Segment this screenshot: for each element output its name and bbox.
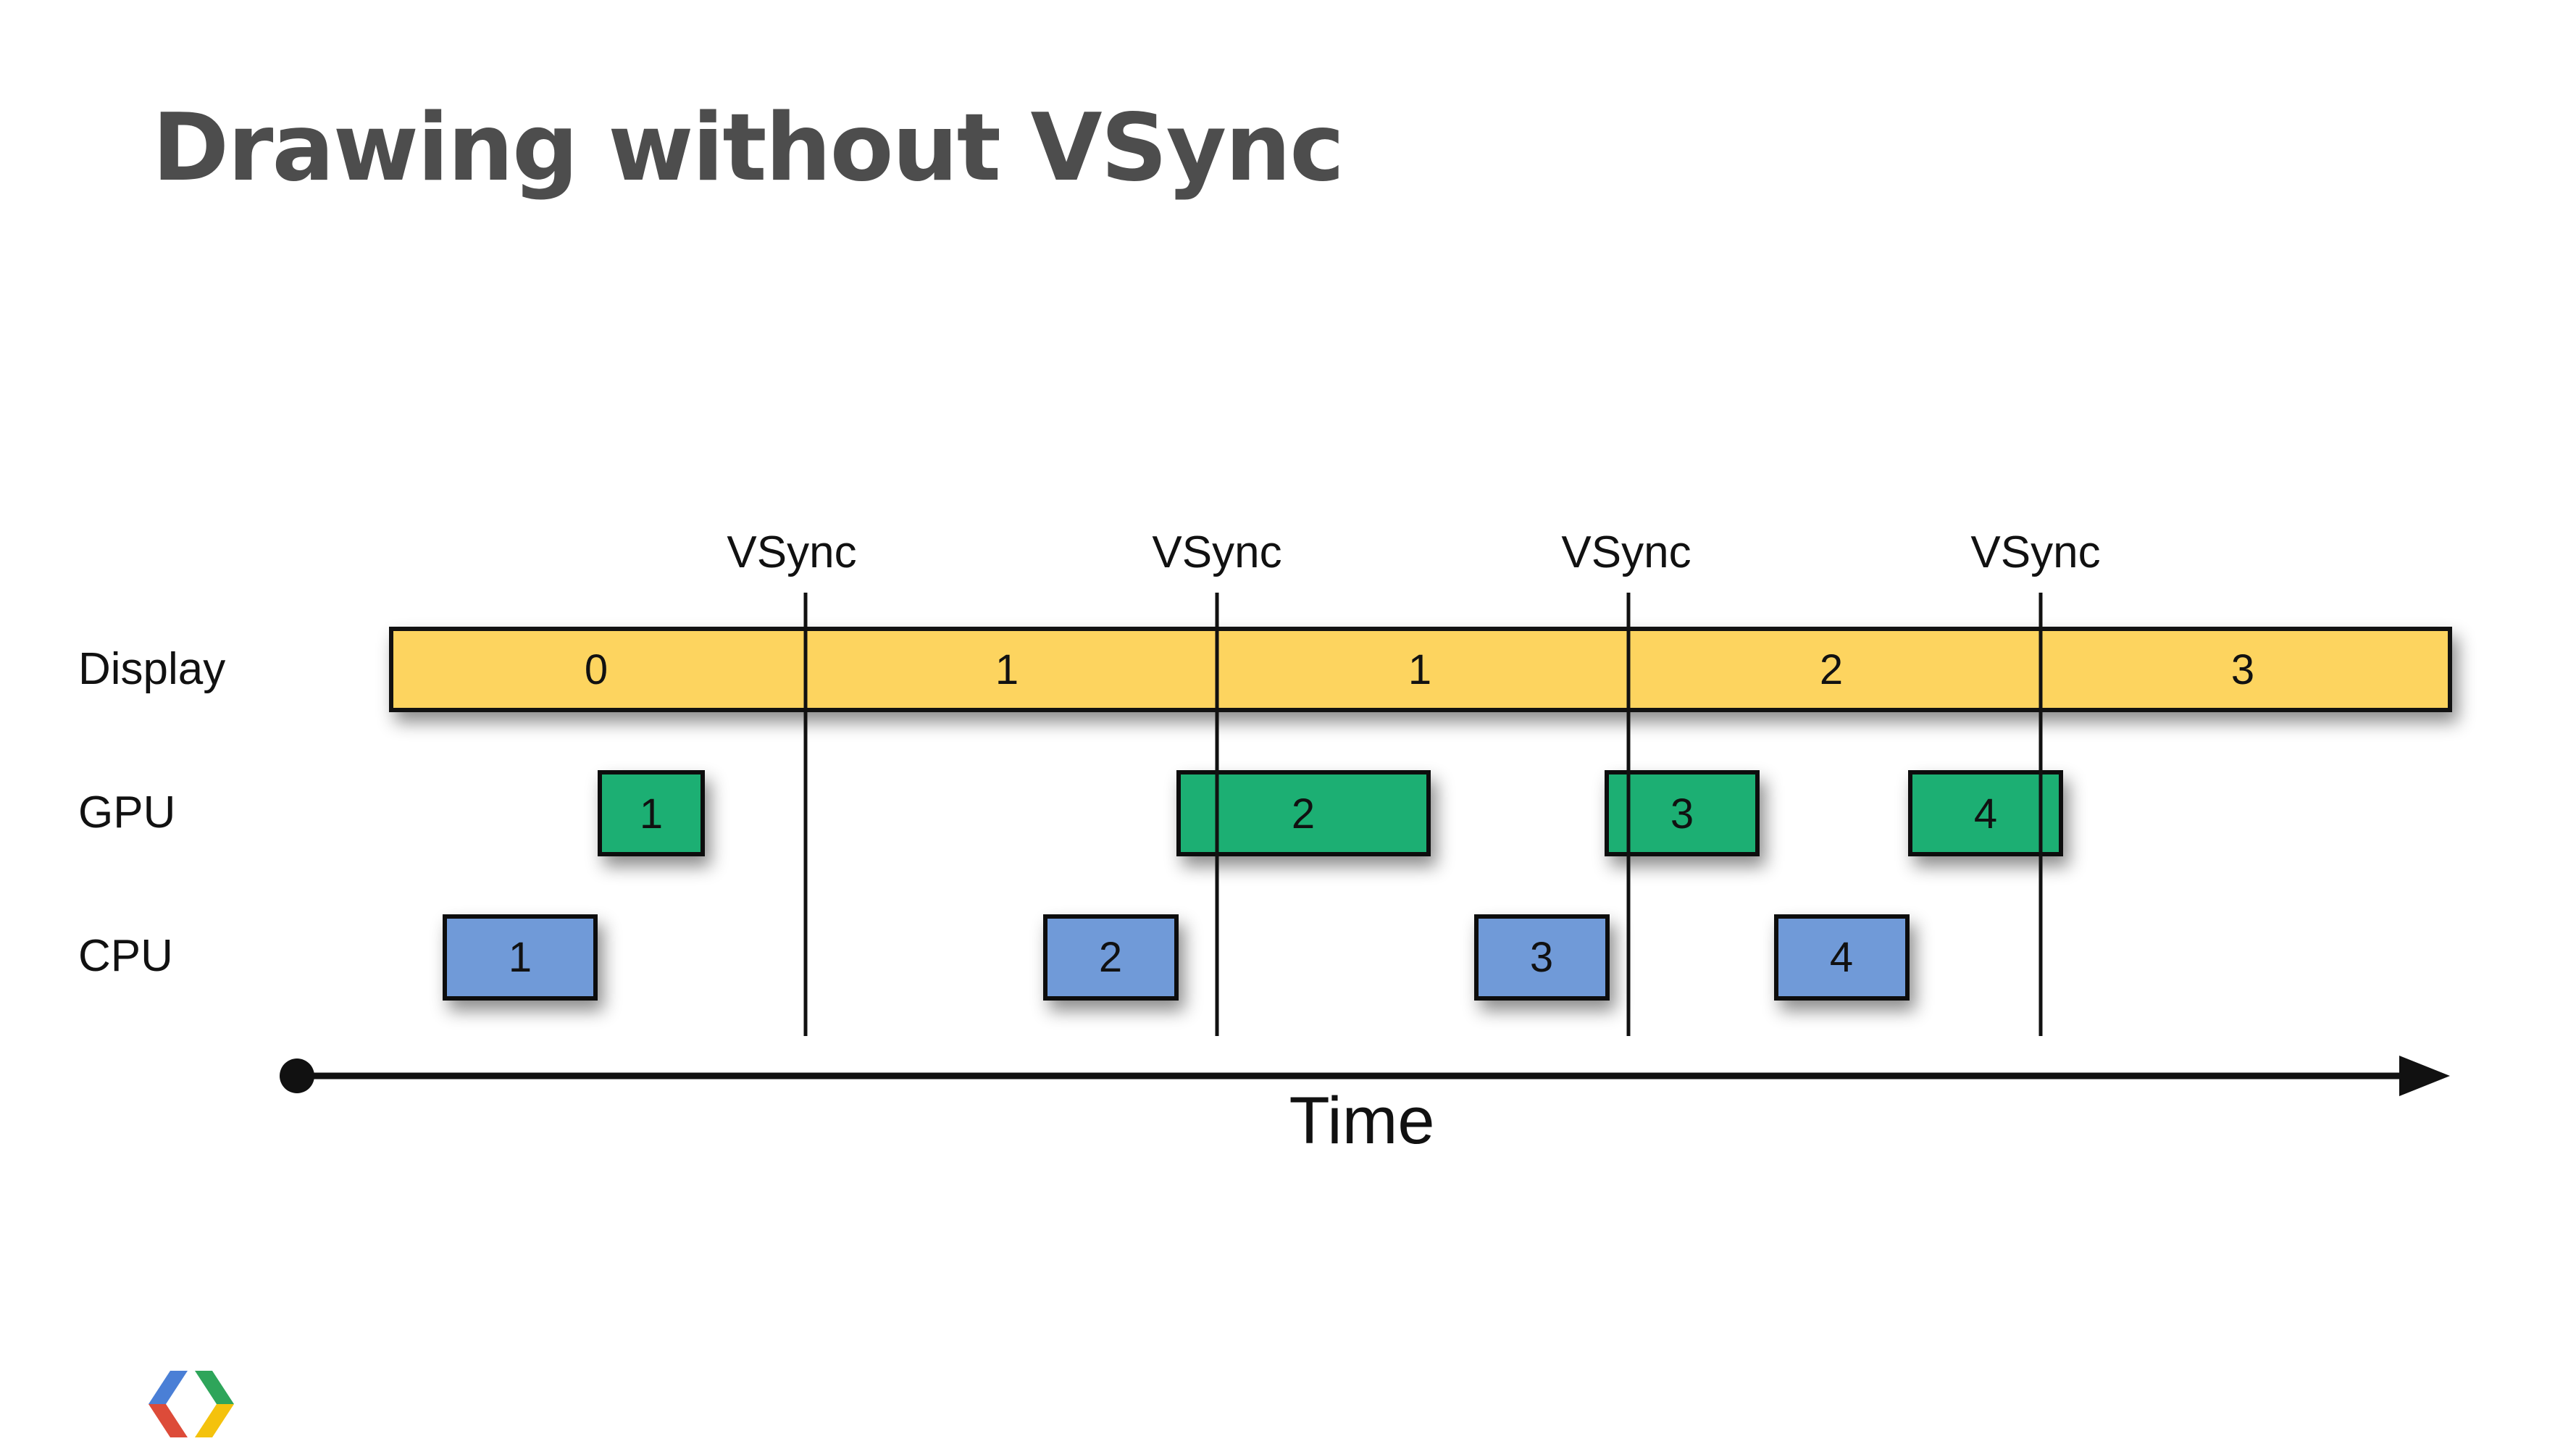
vsync-label: VSync (1152, 527, 1281, 577)
cpu-block-label: 3 (1530, 934, 1553, 981)
cpu-block (1043, 914, 1179, 1001)
gpu-block (1176, 770, 1431, 856)
gpu-block-label: 3 (1670, 790, 1694, 838)
display-frame-label: 3 (2231, 646, 2254, 693)
display-bar-outline (389, 627, 2452, 712)
vsync-label: VSync (1970, 527, 2100, 577)
gpu-block (1908, 770, 2063, 856)
display-frame-label: 1 (1408, 646, 1431, 693)
row-label-cpu: CPU (78, 931, 173, 981)
display-frame-label: 0 (585, 646, 608, 693)
chrome-developers-logo-icon (149, 1371, 234, 1437)
row-label-gpu: GPU (78, 788, 175, 838)
gpu-track: 1 2 3 4 (598, 770, 2063, 856)
time-axis: Time (280, 1056, 2450, 1158)
cpu-track: 1 2 3 4 (443, 914, 1910, 1001)
gpu-block (598, 770, 705, 856)
cpu-block (1474, 914, 1610, 1001)
cpu-block-label: 4 (1830, 934, 1853, 981)
display-bar (389, 627, 2452, 712)
gpu-block-label: 4 (1974, 790, 1997, 838)
vsync-label: VSync (1561, 527, 1691, 577)
gpu-block-label: 2 (1292, 790, 1315, 838)
display-frame-label: 1 (995, 646, 1019, 693)
display-track: 0 1 1 2 3 (389, 627, 2452, 712)
row-label-display: Display (78, 644, 225, 694)
cpu-block-label: 1 (509, 934, 532, 981)
cpu-block-label: 2 (1099, 934, 1122, 981)
display-frame-label: 2 (1820, 646, 1843, 693)
cpu-block (1774, 914, 1910, 1001)
page-title: Drawing without VSync (152, 94, 1345, 202)
gpu-block (1605, 770, 1760, 856)
time-axis-label: Time (1289, 1084, 1434, 1158)
cpu-block (443, 914, 598, 1001)
gpu-block-label: 1 (640, 790, 663, 838)
vsync-label: VSync (727, 527, 856, 577)
time-axis-arrowhead (2399, 1056, 2450, 1096)
